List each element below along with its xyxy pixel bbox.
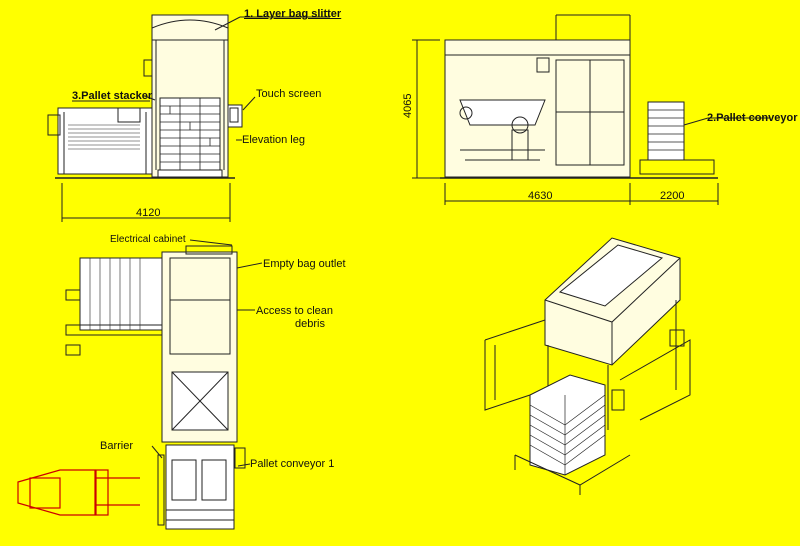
top-view xyxy=(65,239,263,530)
label-electrical-cabinet: Electrical cabinet xyxy=(110,234,186,245)
label-access-line1: Access to clean xyxy=(256,305,334,317)
label-pallet-conveyor-1: Pallet conveyor 1 xyxy=(250,458,335,470)
label-empty-bag-outlet: Empty bag outlet xyxy=(263,258,346,270)
forklift-outline xyxy=(17,469,140,516)
label-touch-screen: Touch screen xyxy=(256,88,322,100)
front-view xyxy=(47,14,330,222)
dim-front-width: 4120 xyxy=(136,207,161,219)
label-layer-bag-slitter: 1. Layer bag slitter xyxy=(244,8,342,20)
label-pallet-conveyor: 2.Pallet conveyor xyxy=(707,112,798,124)
dim-side-width: 4630 xyxy=(528,190,553,202)
dim-side-height: 4065 xyxy=(402,93,414,118)
label-elevation-leg: Elevation leg xyxy=(242,134,305,146)
isometric-view xyxy=(484,237,691,495)
label-access-line2: debris xyxy=(295,318,325,330)
label-barrier: Barrier xyxy=(100,440,134,452)
label-pallet-stacker: 3.Pallet stacker xyxy=(72,90,153,102)
side-view xyxy=(412,14,770,205)
dim-conveyor-width: 2200 xyxy=(660,190,685,202)
